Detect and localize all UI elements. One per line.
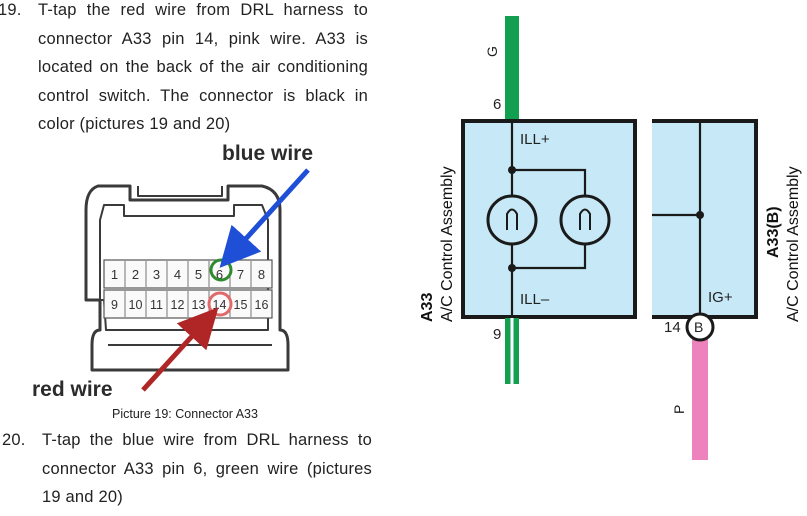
pin-number-9: 9 <box>111 298 118 312</box>
pin-number-6: 6 <box>216 267 223 282</box>
left-assembly-label: A/C Control Assembly <box>439 166 456 322</box>
pin-number-12: 12 <box>171 298 185 312</box>
pin-number-10: 10 <box>129 298 143 312</box>
pin-number-14: 14 <box>213 298 227 312</box>
pin-number-2: 2 <box>132 267 139 282</box>
pin-number-16: 16 <box>255 298 269 312</box>
step-19-text: T-tap the red wire from DRL harness to c… <box>38 1 368 134</box>
pin-b-number: 14 <box>664 319 681 336</box>
pin-number-3: 3 <box>153 267 160 282</box>
step-19-number: 19. <box>0 1 22 19</box>
red-wire-arrow <box>141 307 219 392</box>
pin-number-8: 8 <box>258 267 265 282</box>
illumination-bulb-right <box>559 194 611 246</box>
step-19: 19. T-tap the red wire from DRL harness … <box>0 0 372 146</box>
step-20: 20. T-tap the blue wire from DRL harness… <box>0 426 380 516</box>
wiring-diagram: G 6 ILL+ ILL– 9 <box>419 16 802 460</box>
pink-wire <box>692 330 708 460</box>
pin-b-letter: B <box>694 319 703 335</box>
step-20-text: T-tap the blue wire from DRL harness to … <box>42 431 372 507</box>
ill-plus-label: ILL+ <box>520 131 550 148</box>
pin-number-7: 7 <box>237 267 244 282</box>
ill-minus-label: ILL– <box>520 291 550 308</box>
pin-bottom-number: 9 <box>493 326 501 343</box>
pin-number-4: 4 <box>174 267 181 282</box>
pin-top-number: 6 <box>493 96 501 113</box>
pin-b-circle <box>685 312 715 342</box>
step-20-number: 20. <box>2 431 26 449</box>
pin-number-13: 13 <box>192 298 206 312</box>
left-connector-label: A33 <box>419 293 436 322</box>
right-connector-label: A33(B) <box>765 206 782 258</box>
ig-plus-label: IG+ <box>708 289 733 306</box>
blue-wire-label: blue wire <box>222 142 313 165</box>
wire-bottom-label: P <box>671 405 687 414</box>
pin-number-5: 5 <box>195 267 202 282</box>
blue-wire-arrow <box>219 168 310 268</box>
green-wire-top <box>505 16 519 120</box>
wire-top-label: G <box>484 46 500 57</box>
right-assembly-box <box>652 121 756 317</box>
connector-picture-caption: Picture 19: Connector A33 <box>112 407 258 421</box>
right-assembly-label: A/C Control Assembly <box>785 166 802 322</box>
pin-number-15: 15 <box>234 298 248 312</box>
pin-number-1: 1 <box>111 267 118 282</box>
illumination-bulb-left <box>486 194 538 246</box>
pin-14-highlight-ring <box>207 291 233 317</box>
pin-number-11: 11 <box>150 298 163 312</box>
red-wire-label: red wire <box>32 378 113 401</box>
